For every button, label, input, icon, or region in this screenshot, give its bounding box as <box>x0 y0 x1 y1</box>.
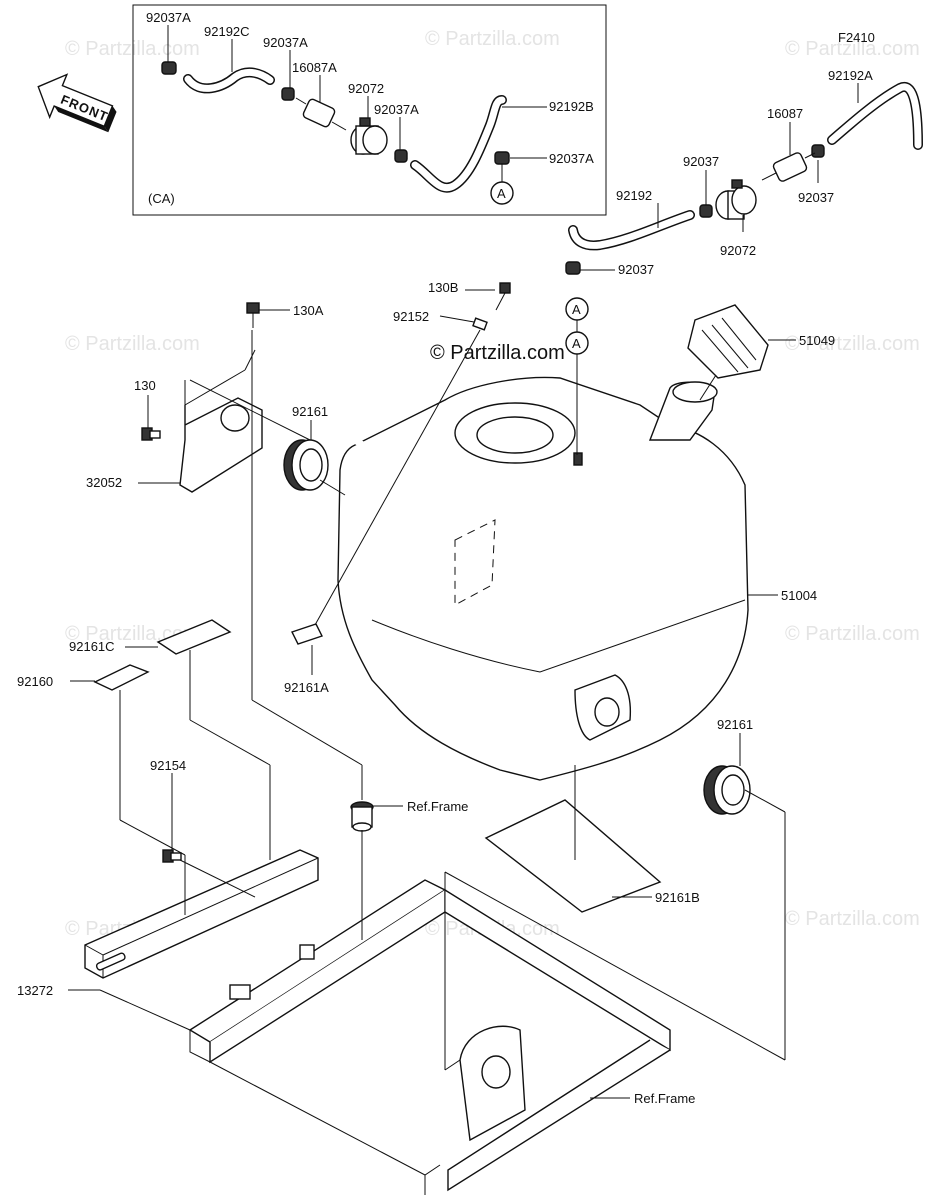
ca-filter-16087a <box>295 97 347 131</box>
label-92161b: 92161B <box>655 890 700 905</box>
callout-a-label: A <box>572 336 581 351</box>
header-watermark: © Partzilla.com <box>430 342 565 364</box>
label-92192a: 92192A <box>828 68 873 83</box>
label-92161: 92161 <box>717 717 753 732</box>
label-92037: 92037 <box>618 262 654 277</box>
label-130a: 130A <box>293 303 324 318</box>
label-92192: 92192 <box>616 188 652 203</box>
watermark: © Partzilla.com <box>785 623 920 645</box>
label-92037a: 92037A <box>549 151 594 166</box>
hose-92192a <box>827 81 923 150</box>
label-92161: 92161 <box>292 404 328 419</box>
label-32052: 32052 <box>86 475 122 490</box>
pad-92161c <box>156 619 232 655</box>
clamp-92037 <box>811 144 825 158</box>
frame <box>188 879 671 1195</box>
filter-16087 <box>761 152 816 182</box>
pad-92160 <box>93 664 150 691</box>
watermark: © Partzilla.com <box>785 333 920 355</box>
ca-canister-92072 <box>350 117 388 155</box>
leader-lines <box>68 25 859 1099</box>
bolt-130 <box>141 427 161 441</box>
label-ref-frame: Ref.Frame <box>407 799 468 814</box>
bracket-13272 <box>84 849 319 979</box>
label-130: 130 <box>134 378 156 393</box>
fuel-cap-51049 <box>687 304 769 379</box>
label-92037: 92037 <box>798 190 834 205</box>
ca-hose-92192c <box>183 67 275 94</box>
grommet-92161 <box>703 765 751 815</box>
callout-a-label: A <box>572 302 581 317</box>
bolt-92154 <box>162 849 182 863</box>
label-92037a: 92037A <box>146 10 191 25</box>
label-92037a: 92037A <box>374 102 419 117</box>
front-arrow: FRONT <box>37 73 117 133</box>
label-130b: 130B <box>428 280 458 295</box>
label-92154: 92154 <box>150 758 186 773</box>
callout-a-label: A <box>497 186 506 201</box>
bolt-130a <box>246 302 260 328</box>
label-92161a: 92161A <box>284 680 329 695</box>
watermark: © Partzilla.com <box>65 38 200 60</box>
label-92037: 92037 <box>683 154 719 169</box>
clamp-92037 <box>699 204 713 218</box>
label-16087: 16087 <box>767 106 803 121</box>
ca-clamp-92037a <box>394 149 408 163</box>
canister-92072 <box>715 179 757 220</box>
watermark: © Partzilla.com <box>785 908 920 930</box>
bolt-130b <box>495 282 511 311</box>
grommet-92161 <box>283 439 329 491</box>
ca-label: (CA) <box>148 191 175 206</box>
label-92072: 92072 <box>348 81 384 96</box>
label-92192c: 92192C <box>204 24 250 39</box>
ca-inset-box <box>132 4 607 216</box>
fuel-tank-51004 <box>337 376 749 781</box>
label-92160: 92160 <box>17 674 53 689</box>
part-92152 <box>472 317 488 331</box>
part-labels: F2410 92037A 92192C 92037A 16087A 92072 … <box>17 10 875 1106</box>
label-13272: 13272 <box>17 983 53 998</box>
hose-92192 <box>568 210 695 251</box>
clamp-92037 <box>565 261 581 275</box>
pad-92161a <box>291 623 323 645</box>
pad-92161b <box>484 799 662 913</box>
watermark: © Partzilla.com <box>785 38 920 60</box>
label-51049: 51049 <box>799 333 835 348</box>
ca-clamp-92037a <box>161 61 177 75</box>
ca-clamp-92037a <box>494 151 510 165</box>
ca-clamp-92037a <box>281 87 295 101</box>
label-92072: 92072 <box>720 243 756 258</box>
label-92161c: 92161C <box>69 639 115 654</box>
label-16087a: 16087A <box>292 60 337 75</box>
rubber-mount <box>350 801 374 832</box>
watermark: © Partzilla.com <box>425 28 560 50</box>
label-51004: 51004 <box>781 588 817 603</box>
label-ref-frame: Ref.Frame <box>634 1091 695 1106</box>
label-92152: 92152 <box>393 309 429 324</box>
ca-hose-92192b <box>410 95 507 193</box>
bracket-32052 <box>179 349 263 493</box>
figure-code: F2410 <box>838 30 875 45</box>
watermark: © Partzilla.com <box>65 333 200 355</box>
label-92192b: 92192B <box>549 99 594 114</box>
label-92037a: 92037A <box>263 35 308 50</box>
